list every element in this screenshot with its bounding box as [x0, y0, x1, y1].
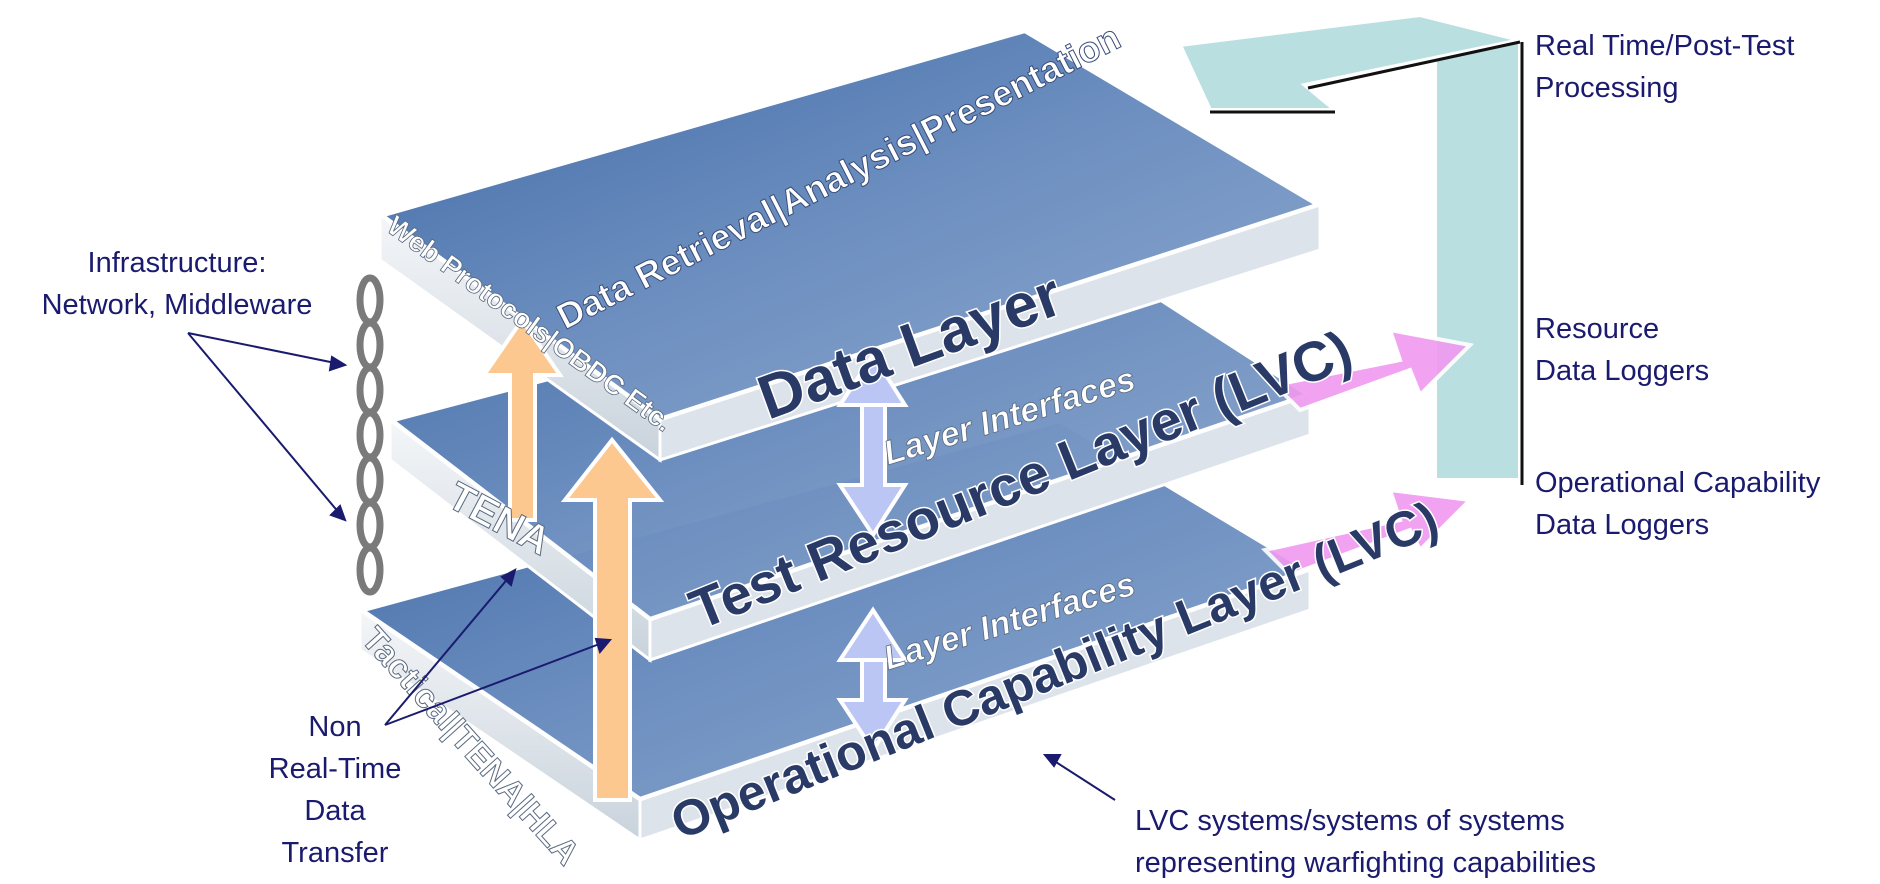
resource-logger-arrow: [1270, 327, 1475, 413]
infrastructure-label-line-2: Network, Middleware: [41, 289, 313, 321]
opcap-logger-arrow: [1261, 487, 1475, 578]
opcap-loggers-label: Operational Capability Data Loggers: [1535, 462, 1820, 546]
processing-label: Real Time/Post-Test Processing: [1535, 25, 1794, 109]
lvc-systems-line-1: LVC systems/systems of systems: [1135, 805, 1565, 837]
lower-interface-arrow: [836, 606, 909, 754]
lvc-systems-line-2: representing warfighting capabilities: [1135, 847, 1597, 879]
non-real-time-line-1: Non: [308, 711, 362, 743]
processing-line-2: Processing: [1535, 72, 1679, 104]
upper-interface-arrow: [836, 351, 909, 539]
processing-arrow: [1177, 12, 1524, 485]
resource-loggers-line-2: Data Loggers: [1535, 355, 1710, 387]
resource-loggers-line-1: Resource: [1535, 313, 1660, 345]
data-layer-slab: [373, 26, 1328, 463]
processing-line-1: Real Time/Post-Test: [1535, 30, 1795, 62]
non-real-time-line-2: Real-Time: [268, 753, 402, 785]
long-orange-arrow: [560, 436, 665, 802]
lvc-systems-label: LVC systems/systems of systems represent…: [1135, 800, 1596, 884]
resource-loggers-label: Resource Data Loggers: [1535, 308, 1709, 392]
non-real-time-line-3: Data: [304, 795, 366, 827]
opcap-loggers-line-2: Data Loggers: [1535, 509, 1710, 541]
pointer-lines: [187, 332, 1116, 801]
infrastructure-label: Infrastructure: Network, Middleware: [12, 242, 342, 326]
non-real-time-label: Non Real-Time Data Transfer: [245, 706, 425, 874]
infrastructure-label-line-1: Infrastructure:: [87, 247, 267, 279]
opcap-loggers-line-1: Operational Capability: [1535, 467, 1821, 499]
chain-icon: [356, 274, 384, 596]
non-real-time-line-4: Transfer: [281, 837, 389, 869]
short-orange-arrow: [480, 316, 564, 522]
